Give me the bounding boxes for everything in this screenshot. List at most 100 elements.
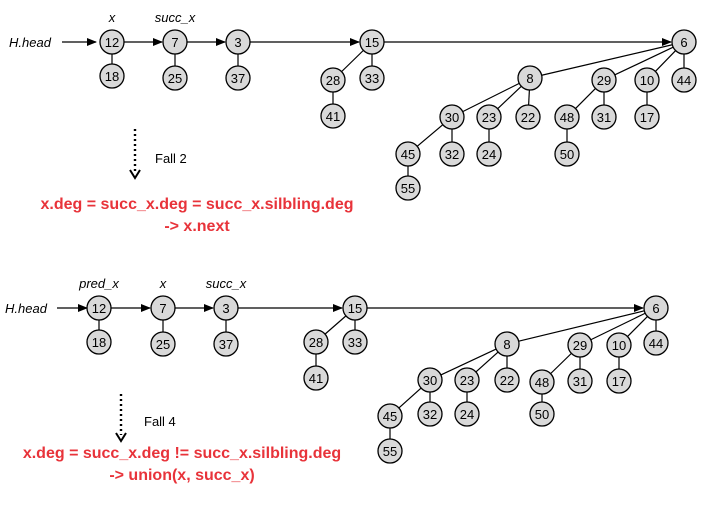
tree-edge: [575, 88, 596, 109]
rule-text-line: x.deg = succ_x.deg = succ_x.silbling.deg: [40, 196, 353, 213]
node-circle: [554, 141, 580, 167]
node-key: 24: [482, 147, 496, 162]
tree-edge: [462, 82, 520, 113]
node-key: 22: [521, 110, 535, 125]
node-key: 10: [612, 338, 626, 353]
node-key: 29: [597, 73, 611, 88]
node-key: 31: [597, 110, 611, 125]
node-circle: [517, 65, 543, 91]
node-circle: [643, 295, 669, 321]
tree-edge: [341, 49, 364, 73]
node-circle: [417, 367, 443, 393]
heap-node-17: 17: [634, 104, 660, 130]
heap-node-45: 45: [395, 141, 421, 167]
node-key: 55: [383, 444, 397, 459]
heap-node-22: 22: [494, 367, 520, 393]
node-circle: [591, 104, 617, 130]
heap-node-37: 37: [213, 331, 239, 357]
heap-node-32: 32: [439, 141, 465, 167]
pointer-label: succ_x: [206, 276, 247, 291]
node-circle: [303, 329, 329, 355]
node-circle: [439, 104, 465, 130]
pointer-label: x: [159, 276, 167, 291]
heap-node-50: 50: [554, 141, 580, 167]
tree-edge: [475, 351, 499, 373]
node-circle: [671, 29, 697, 55]
node-circle: [99, 63, 125, 89]
tree-edge: [440, 348, 497, 376]
node-key: 23: [460, 373, 474, 388]
tree-edge: [541, 44, 673, 76]
node-key: 25: [168, 71, 182, 86]
heap-node-28: 28: [320, 67, 346, 93]
heap-node-18: 18: [99, 63, 125, 89]
node-key: 18: [105, 69, 119, 84]
node-key: 6: [680, 35, 687, 50]
node-key: 32: [423, 407, 437, 422]
tree-edge: [654, 50, 677, 72]
node-circle: [150, 331, 176, 357]
heap-node-8: 8: [494, 331, 520, 357]
heap-head-label: H.head: [5, 301, 48, 316]
heap-head-label: H.head: [9, 35, 52, 50]
node-circle: [377, 403, 403, 429]
heap-node-7: 7: [162, 29, 188, 55]
node-key: 23: [482, 110, 496, 125]
node-key: 33: [348, 335, 362, 350]
tree-edge: [497, 85, 522, 110]
heap-node-37: 37: [225, 65, 251, 91]
node-key: 3: [222, 301, 229, 316]
node-key: 17: [612, 374, 626, 389]
node-key: 7: [171, 35, 178, 50]
heap-node-33: 33: [342, 329, 368, 355]
heap-node-6: 6: [671, 29, 697, 55]
node-circle: [567, 368, 593, 394]
node-circle: [494, 367, 520, 393]
node-key: 30: [445, 110, 459, 125]
case-label: Fall 4: [144, 414, 176, 429]
node-circle: [225, 65, 251, 91]
heap-node-3: 3: [213, 295, 239, 321]
node-key: 24: [460, 407, 474, 422]
heap-node-44: 44: [643, 330, 669, 356]
heap-node-7: 7: [150, 295, 176, 321]
heap-node-10: 10: [634, 67, 660, 93]
node-key: 32: [445, 147, 459, 162]
heap-node-25: 25: [162, 65, 188, 91]
node-key: 28: [326, 73, 340, 88]
heap-node-28: 28: [303, 329, 329, 355]
heap-node-50: 50: [529, 401, 555, 427]
heap-node-32: 32: [417, 401, 443, 427]
node-key: 55: [401, 181, 415, 196]
heap-node-18: 18: [86, 329, 112, 355]
node-circle: [213, 295, 239, 321]
node-circle: [162, 65, 188, 91]
heap-node-29: 29: [591, 67, 617, 93]
node-circle: [377, 438, 403, 464]
node-circle: [395, 141, 421, 167]
heap-node-31: 31: [567, 368, 593, 394]
node-circle: [162, 29, 188, 55]
node-key: 33: [365, 71, 379, 86]
node-key: 48: [560, 110, 574, 125]
node-key: 37: [231, 71, 245, 86]
node-circle: [417, 401, 443, 427]
node-circle: [554, 104, 580, 130]
heap-node-6: 6: [643, 295, 669, 321]
node-circle: [476, 104, 502, 130]
node-circle: [454, 367, 480, 393]
heap-node-48: 48: [554, 104, 580, 130]
heap-node-24: 24: [476, 141, 502, 167]
tree-edge: [627, 316, 648, 337]
node-circle: [86, 329, 112, 355]
tree-edge: [614, 46, 674, 76]
node-key: 8: [503, 337, 510, 352]
node-circle: [342, 295, 368, 321]
heap-node-41: 41: [320, 103, 346, 129]
heap-node-33: 33: [359, 65, 385, 91]
node-key: 17: [640, 110, 654, 125]
node-key: 45: [383, 409, 397, 424]
node-circle: [515, 104, 541, 130]
